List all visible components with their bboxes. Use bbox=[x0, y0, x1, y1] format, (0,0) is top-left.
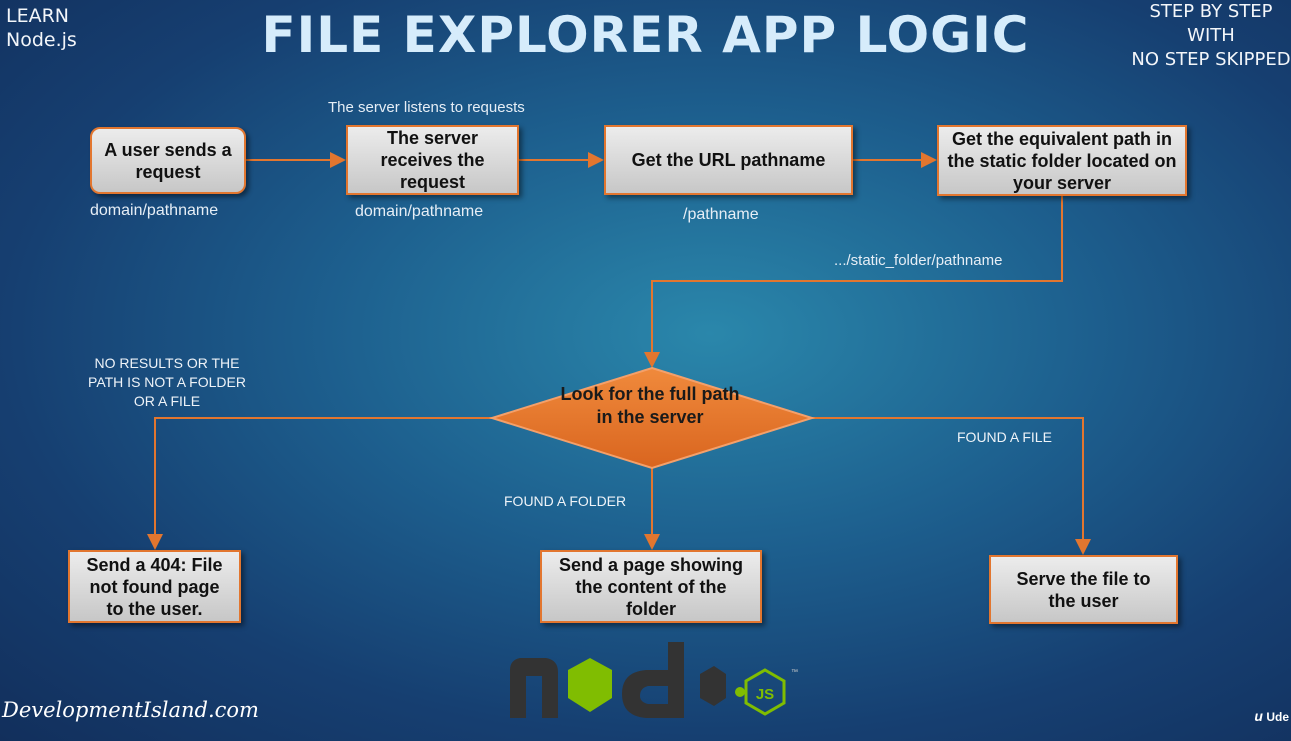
node-logo: JS ™ bbox=[510, 642, 798, 718]
watermark-development-island: DevelopmentIsland.com bbox=[2, 698, 259, 722]
udemy-logo: u Ude bbox=[1254, 708, 1289, 724]
label-found-folder: FOUND A FOLDER bbox=[504, 493, 627, 509]
udemy-icon: u bbox=[1254, 708, 1263, 724]
node-serve-file: Serve the file to the user bbox=[989, 555, 1178, 624]
node-server-receives-request-text: The server receives the request bbox=[380, 128, 485, 192]
udemy-text: Ude bbox=[1266, 710, 1289, 724]
corner-label-learn-nodejs: LEARN Node.js bbox=[6, 4, 77, 52]
decision-diamond bbox=[488, 366, 816, 470]
node-user-sends-request-text: A user sends a request bbox=[104, 139, 232, 182]
node-logo-dot bbox=[735, 687, 745, 697]
label-pathname: /pathname bbox=[683, 206, 759, 223]
corner-left-line-1: LEARN bbox=[6, 5, 70, 27]
corner-right-line-3: NO STEP SKIPPED bbox=[1131, 49, 1291, 70]
node-send-folder-page: Send a page showing the content of the f… bbox=[540, 550, 762, 623]
label-server-listens: The server listens to requests bbox=[328, 99, 525, 116]
node-send-404-text: Send a 404: File not found page to the u… bbox=[86, 554, 223, 619]
node-send-404: Send a 404: File not found page to the u… bbox=[68, 550, 241, 623]
page-title: FILE EXPLORER APP LOGIC bbox=[261, 6, 1030, 64]
label-domain-pathname-user: domain/pathname bbox=[90, 202, 219, 219]
corner-left-line-2: Node.js bbox=[6, 29, 77, 51]
node-logo-letter-n bbox=[510, 658, 558, 718]
corner-right-line-2: WITH bbox=[1187, 25, 1235, 46]
node-logo-tm: ™ bbox=[791, 669, 798, 676]
label-domain-pathname-server: domain/pathname bbox=[355, 203, 484, 220]
label-no-results-text: NO RESULTS OR THE PATH IS NOT A FOLDER O… bbox=[88, 355, 246, 409]
node-logo-hexagon bbox=[568, 658, 612, 712]
label-static-folder-path: .../static_folder/pathname bbox=[834, 252, 1003, 269]
label-found-file: FOUND A FILE bbox=[957, 429, 1052, 445]
node-get-equivalent-path-text: Get the equivalent path in the static fo… bbox=[947, 128, 1177, 193]
node-serve-file-text: Serve the file to the user bbox=[1016, 568, 1151, 611]
node-send-folder-page-text: Send a page showing the content of the f… bbox=[558, 554, 744, 619]
node-get-url-pathname-text: Get the URL pathname bbox=[631, 150, 826, 170]
corner-right-line-1: STEP BY STEP bbox=[1149, 1, 1273, 22]
node-user-sends-request: A user sends a request bbox=[90, 127, 246, 194]
node-logo-js-text: JS bbox=[756, 686, 774, 703]
arrow-decision-to-404 bbox=[147, 417, 492, 550]
corner-label-step-by-step: STEP BY STEP WITH NO STEP SKIPPED bbox=[1121, 0, 1291, 72]
arrow-decision-to-file bbox=[812, 417, 1091, 555]
node-logo-js-badge bbox=[744, 668, 786, 716]
node-logo-letter-e bbox=[700, 666, 726, 706]
node-logo-letter-d bbox=[622, 642, 684, 718]
arrow-equivalent-to-decision bbox=[644, 196, 1063, 368]
label-no-results: NO RESULTS OR THE PATH IS NOT A FOLDER O… bbox=[82, 354, 252, 411]
node-get-url-pathname: Get the URL pathname bbox=[604, 125, 853, 195]
node-server-receives-request: The server receives the request bbox=[346, 125, 519, 195]
decision-text: Look for the full path in the server bbox=[560, 384, 740, 427]
node-get-equivalent-path: Get the equivalent path in the static fo… bbox=[937, 125, 1187, 196]
